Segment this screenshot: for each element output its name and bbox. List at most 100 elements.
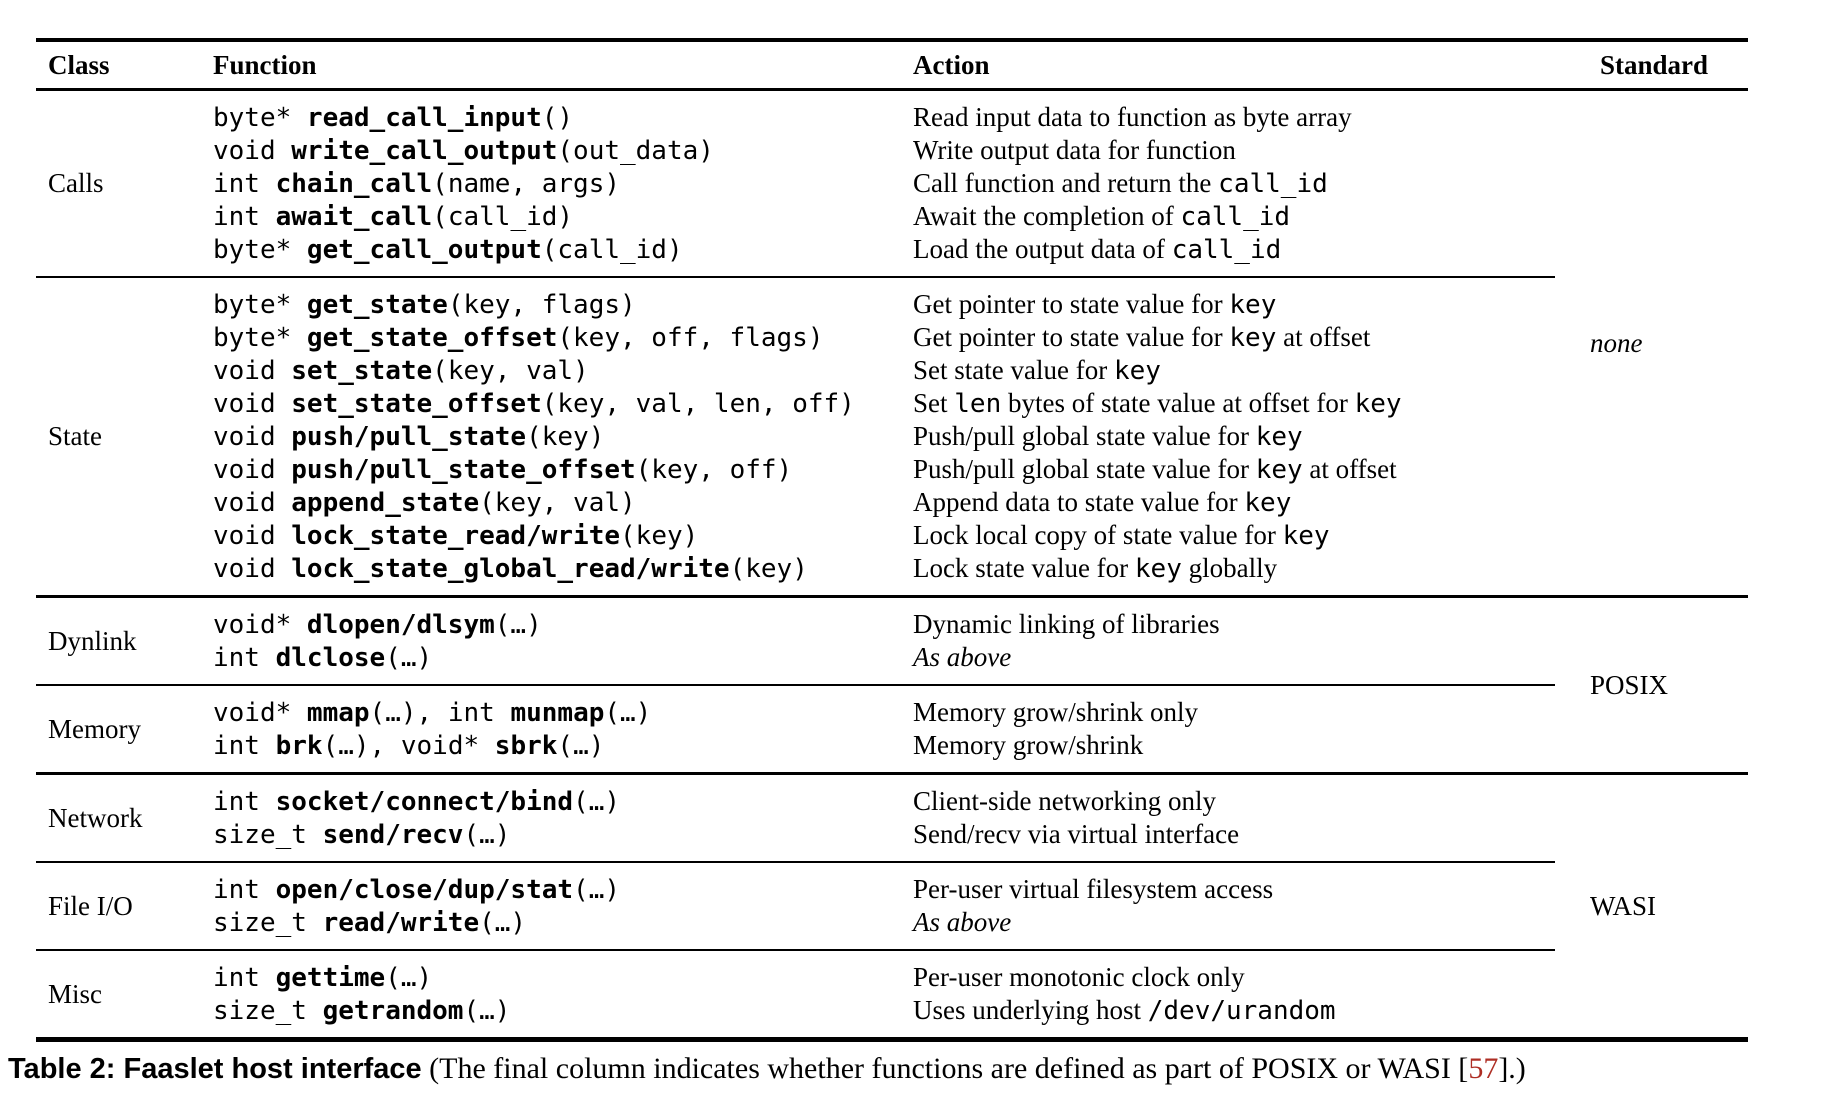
caption-text-before: (The final column indicates whether func… <box>421 1052 1469 1085</box>
action-cell: Set len bytes of state value at offset f… <box>913 387 1555 420</box>
standard-cell: none <box>1555 91 1748 595</box>
function-cell: byte* read_call_input() <box>213 101 913 134</box>
function-column: int open/close/dup/stat(…)size_t read/wr… <box>213 873 913 939</box>
citation-ref[interactable]: 57 <box>1468 1052 1499 1085</box>
function-cell: void set_state(key, val) <box>213 354 913 387</box>
text-segment: int <box>213 875 276 905</box>
caption-label: Table 2: Faaslet host interface <box>8 1053 422 1085</box>
text-segment: size_t <box>213 908 323 938</box>
text-segment: Call function and return the <box>913 168 1219 198</box>
action-cell: Set state value for key <box>913 354 1555 387</box>
function-column: int gettime(…)size_t getrandom(…) <box>213 961 913 1027</box>
class-label: Misc <box>48 978 102 1009</box>
text-segment: (…), <box>369 698 448 728</box>
text-segment: (…) <box>494 610 542 640</box>
function-cell: size_t getrandom(…) <box>213 994 913 1027</box>
action-cell: Push/pull global state value for key at … <box>913 453 1555 486</box>
action-cell: Memory grow/shrink only <box>913 696 1555 729</box>
text-segment: getrandom <box>322 996 464 1026</box>
text-segment: /dev/urandom <box>1147 996 1336 1026</box>
function-cell: void append_state(key, val) <box>213 486 913 519</box>
action-cell: Get pointer to state value for key <box>913 288 1555 321</box>
text-segment: void <box>213 521 292 551</box>
text-segment: read_call_input <box>306 103 542 133</box>
text-segment: read/write <box>322 908 480 938</box>
function-cell: byte* get_state_offset(key, off, flags) <box>213 321 913 354</box>
function-cell: void push/pull_state(key) <box>213 420 913 453</box>
action-cell: As above <box>913 641 1555 674</box>
text-segment: void* <box>400 731 495 761</box>
text-segment: (call_id) <box>541 235 683 265</box>
text-segment: dlopen/dlsym <box>306 610 495 640</box>
group-divider-rule <box>36 772 1748 775</box>
text-segment: void <box>213 554 292 584</box>
text-segment: Memory grow/shrink <box>913 730 1144 760</box>
text-segment: Per-user virtual filesystem access <box>913 874 1274 904</box>
text-segment: int <box>447 698 511 728</box>
text-segment: mmap <box>306 698 370 728</box>
text-segment: Get pointer to state value for <box>913 322 1230 352</box>
function-cell: byte* get_call_output(call_id) <box>213 233 913 266</box>
text-segment: byte* <box>213 323 307 353</box>
standard-label: none <box>1590 327 1643 358</box>
action-cell: Send/recv via virtual interface <box>913 818 1555 851</box>
text-segment: await_call <box>275 202 433 232</box>
text-segment: Push/pull global state value for <box>913 454 1256 484</box>
function-cell: int open/close/dup/stat(…) <box>213 873 913 906</box>
text-segment: void <box>213 488 292 518</box>
text-segment: key <box>1282 521 1330 551</box>
text-segment: Memory grow/shrink only <box>913 697 1198 727</box>
function-cell: void lock_state_read/write(key) <box>213 519 913 552</box>
text-segment: len <box>954 389 1002 419</box>
text-segment: sbrk <box>494 731 558 761</box>
text-segment: (…) <box>463 996 511 1026</box>
function-cell: byte* get_state(key, flags) <box>213 288 913 321</box>
function-column: byte* get_state(key, flags)byte* get_sta… <box>213 288 913 585</box>
section-divider-rule <box>36 684 1555 686</box>
action-cell: Load the output data of call_id <box>913 233 1555 266</box>
text-segment: (key) <box>620 521 699 551</box>
text-segment: send/recv <box>322 820 464 850</box>
text-segment: Lock state value for <box>913 553 1135 583</box>
header-function: Function <box>213 50 317 80</box>
action-cell: As above <box>913 906 1555 939</box>
text-segment: (…) <box>604 698 652 728</box>
action-cell: Per-user virtual filesystem access <box>913 873 1555 906</box>
text-segment: call_id <box>1218 169 1328 199</box>
text-segment: (…) <box>573 875 621 905</box>
text-segment: Read input data to function as byte arra… <box>913 102 1352 132</box>
text-segment: (name, args) <box>432 169 621 199</box>
text-segment: (out_data) <box>557 136 714 166</box>
text-segment: set_state_offset <box>291 389 542 419</box>
text-segment: (…) <box>385 963 433 993</box>
action-cell: Lock local copy of state value for key <box>913 519 1555 552</box>
action-cell: Memory grow/shrink <box>913 729 1555 762</box>
function-cell: int await_call(call_id) <box>213 200 913 233</box>
action-cell: Dynamic linking of libraries <box>913 608 1555 641</box>
function-cell: void write_call_output(out_data) <box>213 134 913 167</box>
text-segment: open/close/dup/stat <box>275 875 574 905</box>
text-segment: (key, val, len, off) <box>541 389 855 419</box>
text-segment: (key) <box>526 422 605 452</box>
text-segment: int <box>213 731 276 761</box>
function-column: void* dlopen/dlsym(…)int dlclose(…) <box>213 608 913 674</box>
function-cell: size_t read/write(…) <box>213 906 913 939</box>
text-segment: void* <box>213 698 307 728</box>
text-segment: As above <box>913 907 1012 937</box>
action-cell: Uses underlying host /dev/urandom <box>913 994 1555 1027</box>
text-segment: get_state <box>306 290 448 320</box>
text-segment: byte* <box>213 235 307 265</box>
action-cell: Lock state value for key globally <box>913 552 1555 585</box>
